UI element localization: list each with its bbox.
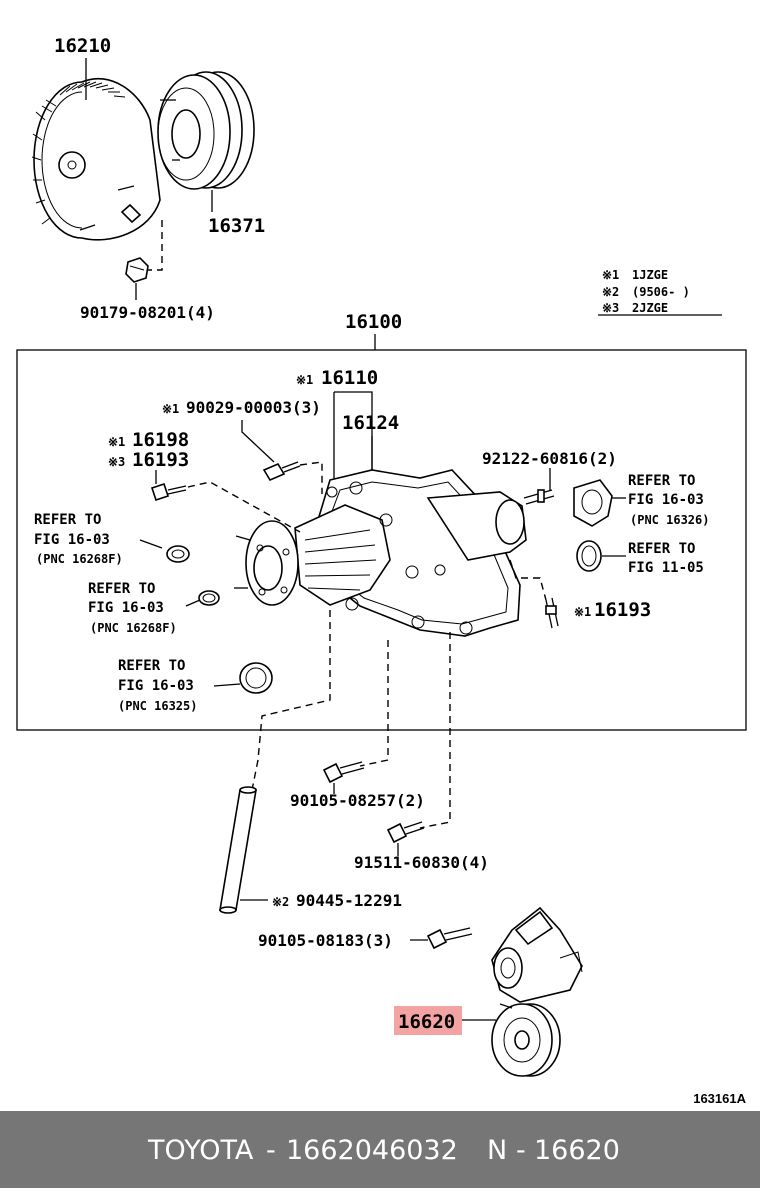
stud-92122-drawing [523, 489, 555, 505]
o-ring-16268f-a-drawing [166, 545, 190, 563]
highlight-16620 [394, 1006, 462, 1035]
ref-4-line-1: REFER TO [628, 473, 695, 489]
belt-tensioner-drawing [491, 906, 583, 1077]
label-91511-60830: 91511-60830(4) [354, 853, 489, 872]
label-16193-b: 16193 [594, 599, 651, 621]
ref-4-line-3: (PNC 16326) [630, 513, 709, 527]
mark-90029: ※1 [162, 402, 179, 416]
pipe-90445-drawing [219, 786, 257, 914]
label-92122-60816: 92122-60816(2) [482, 449, 617, 468]
nut-90179-drawing [125, 257, 149, 283]
label-90179-08201: 90179-08201(4) [80, 303, 215, 322]
label-90029-00003: 90029-00003(3) [186, 398, 321, 417]
legend-3-mark: ※3 [602, 301, 619, 315]
o-ring-11-05-drawing [576, 540, 602, 572]
bolt-90105-08183-drawing [426, 927, 473, 950]
ref-5-line-2: FIG 11-05 [628, 560, 704, 576]
ref-1-line-3: (PNC 16268F) [36, 552, 123, 566]
ref-3-line-1: REFER TO [118, 658, 185, 674]
ref-2-line-1: REFER TO [88, 581, 155, 597]
legend-1-mark: ※1 [602, 268, 619, 282]
label-16210: 16210 [54, 35, 111, 57]
ref-4-line-2: FIG 16-03 [628, 492, 704, 508]
mark-16110: ※1 [296, 373, 313, 387]
bolt-16198-drawing [150, 482, 187, 502]
footer-part-number: 1662046032 [286, 1135, 458, 1166]
bolt-90105-08257-drawing [322, 761, 365, 784]
ref-1-line-2: FIG 16-03 [34, 532, 110, 548]
mark-16193-b: ※1 [574, 605, 591, 619]
label-16620: 16620 [398, 1011, 455, 1033]
label-90105-08257: 90105-08257(2) [290, 791, 425, 810]
ref-5-line-1: REFER TO [628, 541, 695, 557]
ref-3-line-2: FIG 16-03 [118, 678, 194, 694]
fan-clutch-drawing [31, 77, 161, 241]
mark-90445: ※2 [272, 895, 289, 909]
label-90445-12291: 90445-12291 [296, 891, 402, 910]
label-16193-a: 16193 [132, 449, 189, 471]
footer-prefix: N [487, 1135, 508, 1166]
ref-1-line-1: REFER TO [34, 512, 101, 528]
label-16110: 16110 [321, 367, 378, 389]
ref-3-line-3: (PNC 16325) [118, 699, 197, 713]
mark-16198: ※1 [108, 435, 125, 449]
water-pump-drawing [234, 469, 527, 637]
gasket-16326-drawing [573, 479, 613, 527]
label-16371: 16371 [208, 215, 265, 237]
stud-16193-drawing [545, 597, 559, 629]
label-16100: 16100 [345, 311, 402, 333]
fan-pulley-drawing [157, 71, 255, 190]
legend-3-text: 2JZGE [632, 301, 668, 315]
legend-1-text: 1JZGE [632, 268, 668, 282]
label-16124: 16124 [342, 412, 399, 434]
footer-pnc: 16620 [534, 1135, 620, 1166]
footer-bar: TOYOTA - 1662046032 N - 16620 [0, 1111, 760, 1188]
legend-2-mark: ※2 [602, 285, 619, 299]
o-ring-16268f-b-drawing [198, 590, 220, 606]
bolt-90029-drawing [262, 461, 301, 482]
bolt-91511-drawing [386, 821, 425, 844]
catalog-code: 163161A [693, 1091, 746, 1106]
seal-16325-drawing [239, 662, 273, 694]
ref-2-line-3: (PNC 16268F) [90, 621, 177, 635]
water-pump-assembly-frame [16, 349, 747, 731]
footer-separator-2: - [516, 1135, 526, 1166]
mark-16193-a: ※3 [108, 455, 125, 469]
footer-brand: TOYOTA [148, 1135, 254, 1166]
label-16198: 16198 [132, 429, 189, 451]
ref-2-line-2: FIG 16-03 [88, 600, 164, 616]
footer-separator-1: - [266, 1135, 276, 1166]
label-90105-08183: 90105-08183(3) [258, 931, 393, 950]
legend-2-text: (9506- ) [632, 285, 690, 299]
